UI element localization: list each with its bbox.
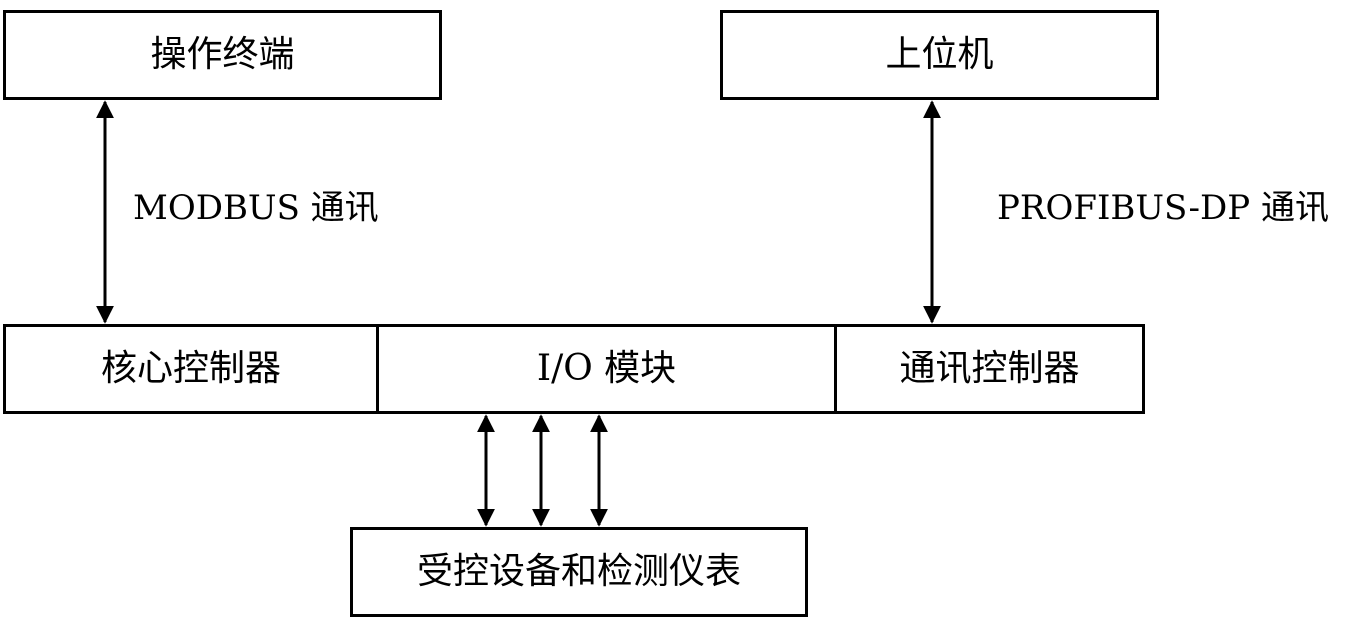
operator-terminal-box: 操作终端 <box>3 10 442 100</box>
comm-controller-label: 通讯控制器 <box>899 348 1080 389</box>
modbus-link-label: MODBUS 通讯 <box>133 188 379 228</box>
host-computer-label: 上位机 <box>885 34 994 75</box>
controlled-devices-label: 受控设备和检测仪表 <box>416 551 741 592</box>
host-computer-box: 上位机 <box>720 10 1159 100</box>
controlled-devices-box: 受控设备和检测仪表 <box>350 527 808 617</box>
operator-terminal-label: 操作终端 <box>150 34 295 75</box>
profibus-link-label: PROFIBUS-DP 通讯 <box>997 188 1329 228</box>
io-module-box: I/O 模块 <box>376 324 837 414</box>
io-module-label: I/O 模块 <box>536 348 677 389</box>
comm-controller-box: 通讯控制器 <box>834 324 1145 414</box>
core-controller-label: 核心控制器 <box>100 348 281 389</box>
core-controller-box: 核心控制器 <box>3 324 379 414</box>
